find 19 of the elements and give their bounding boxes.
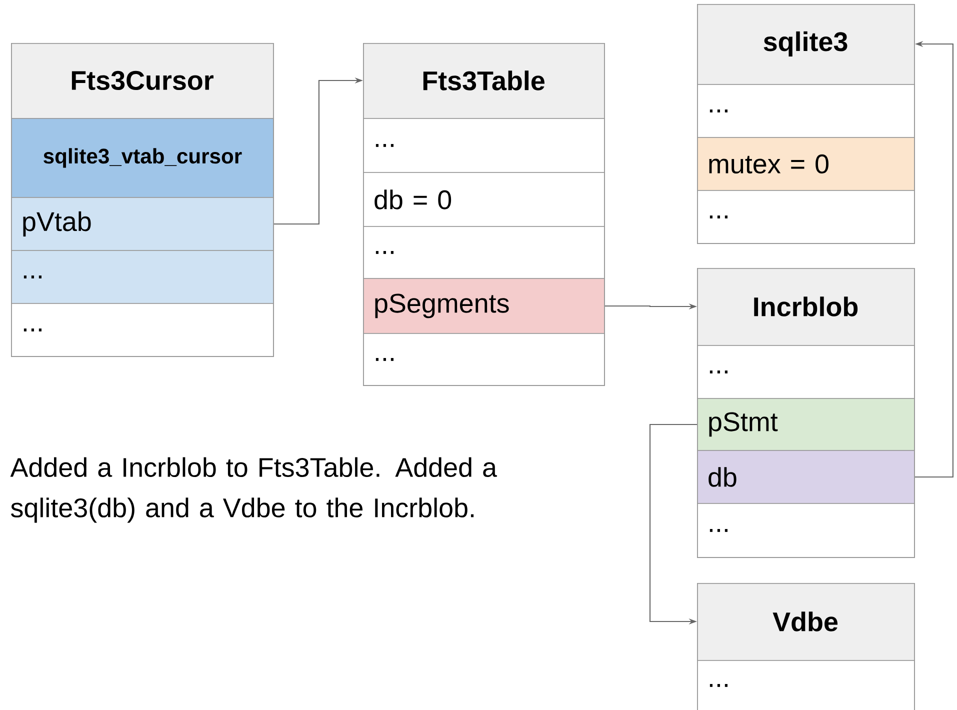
note-text: Added a Incrblob to Fts3Table. Added a sqlite3(db) and a Vdbe to the Incrblob. — [10, 457, 497, 523]
field-cell: pSegments — [363, 278, 605, 334]
field-cell: pVtab — [11, 197, 274, 251]
field-cell: db — [697, 450, 915, 504]
field-cell: ... — [363, 226, 605, 279]
field-cell: ... — [11, 303, 274, 357]
node-label: ... — [710, 684, 728, 687]
field-cell: ... — [697, 84, 915, 138]
field-cell: ... — [11, 250, 274, 304]
field-cell: sqlite3_vtab_cursor — [11, 118, 274, 198]
field-cell: ... — [697, 190, 915, 244]
field-cell: mutex = 0 — [697, 137, 915, 191]
field-cell: pStmt — [697, 398, 915, 451]
field-cell: ... — [363, 333, 605, 386]
field-cell: ... — [697, 345, 915, 399]
field-cell: ... — [697, 503, 915, 558]
field-cell: db = 0 — [363, 172, 605, 227]
field-cell: ... — [363, 118, 605, 173]
field-cell: ... — [697, 660, 915, 710]
